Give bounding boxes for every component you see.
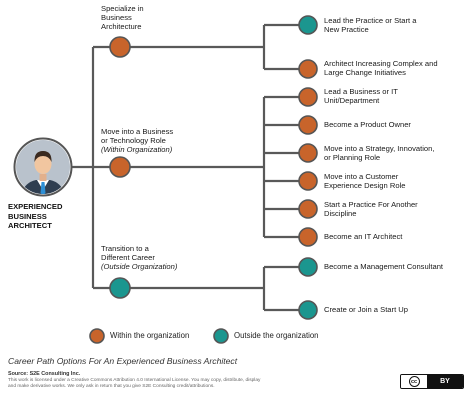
outcome-node-strategy-role (298, 143, 318, 163)
persona-label: EXPERIENCED BUSINESS ARCHITECT (8, 202, 63, 230)
outcome-node-it-architect (298, 227, 318, 247)
outcome-label-start-practice: Start a Practice For Another Discipline (324, 200, 418, 219)
outcome-node-lead-unit (298, 87, 318, 107)
businessman-avatar-icon (13, 137, 73, 197)
diagram-caption: Career Path Options For An Experienced B… (8, 356, 238, 366)
outcome-label-management-consultant: Become a Management Consultant (324, 262, 444, 271)
outcome-label-lead-unit: Lead a Business or IT Unit/Department (324, 87, 398, 106)
legend-outside-label: Outside the organization (234, 331, 319, 340)
outcome-label-cx-design: Move into a Customer Experience Design R… (324, 172, 406, 191)
branch-node-different-career (109, 277, 131, 299)
cc-icon: cc (401, 375, 427, 388)
outcome-node-architect-change (298, 59, 318, 79)
outcome-node-lead-practice (298, 15, 318, 35)
outcome-label-strategy-role: Move into a Strategy, Innovation, or Pla… (324, 144, 435, 163)
branch-label-business-role: Move into a Business or Technology Role … (101, 127, 174, 155)
license-text: This work is licensed under a Creative C… (8, 378, 261, 389)
source-line: Source: S2E Consulting Inc. (8, 371, 81, 377)
outcome-label-product-owner: Become a Product Owner (324, 120, 411, 129)
outcome-label-architect-change: Architect Increasing Complex and Large C… (324, 59, 438, 78)
outcome-node-cx-design (298, 171, 318, 191)
legend-outside-swatch (213, 328, 229, 344)
outcome-label-it-architect: Become an IT Architect (324, 232, 403, 241)
outcome-node-start-practice (298, 199, 318, 219)
branch-node-business-role (109, 156, 131, 178)
outcome-label-start-up: Create or Join a Start Up (324, 305, 408, 314)
outcome-label-lead-practice: Lead the Practice or Start a New Practic… (324, 16, 417, 35)
legend-within-label: Within the organization (110, 331, 190, 340)
outcome-node-product-owner (298, 115, 318, 135)
by-label: BY (427, 375, 463, 388)
branch-node-specialize (109, 36, 131, 58)
legend-within-swatch (89, 328, 105, 344)
branch-label-specialize: Specialize in Business Architecture (101, 4, 144, 32)
outcome-node-management-consultant (298, 257, 318, 277)
cc-by-license-badge[interactable]: cc BY (400, 374, 464, 389)
branch-label-different-career: Transition to a Different Career (Outsid… (101, 244, 178, 272)
outcome-node-start-up (298, 300, 318, 320)
